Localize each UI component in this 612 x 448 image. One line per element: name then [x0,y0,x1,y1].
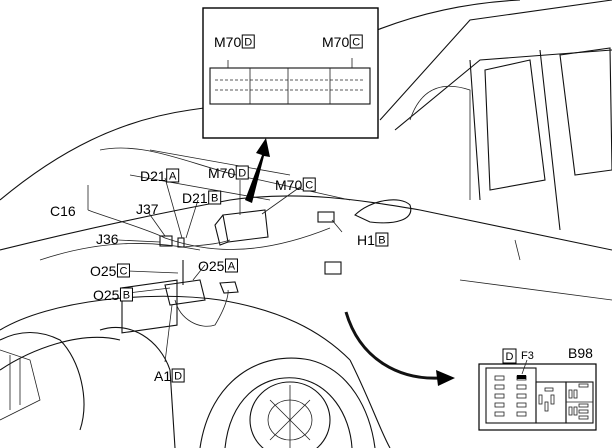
inset-label-m70c-pin-box [349,34,363,49]
callout-m70c-code: M70 [275,177,302,193]
fuse-box-b98-title: B98 [568,345,593,361]
relay-slot [544,387,554,392]
relay-slot [550,394,555,405]
fuse-slot [516,384,527,390]
fuse-slot [494,393,505,399]
inset-label-m70d-pin: D [244,37,252,49]
relay-slot [578,383,589,388]
fuse-slot [516,411,527,417]
relay-slot [573,389,578,399]
fuse-box-b98 [164,279,206,306]
callout-c16: C16 [50,203,76,219]
callout-a1d-code: A1 [154,368,171,384]
arrow-to-top-inset [245,138,270,203]
callout-o25c-pin: C [119,266,127,278]
fuse-box-inset [478,359,597,431]
fuse-f3-highlight [517,375,526,379]
components [87,185,342,334]
callout-h1b-pin: B [378,235,385,247]
fuse-slot [494,384,505,390]
connector-h1 [317,211,335,223]
callout-d21b-code: D21 [182,190,208,206]
relay-slot [544,401,549,412]
callout-o25a-code: O25 [198,258,225,274]
fuse-slot [494,411,505,417]
relay-slot [578,409,589,414]
arrow-to-fuse-inset [344,311,441,380]
callout-m70c-pin-box [302,177,316,192]
inset-label-m70d-pin-box [241,34,255,49]
callout-o25c-pin-box [116,263,130,278]
callout-m70d-code: M70 [208,165,235,181]
callout-o25b-pin-box [119,287,133,302]
callout-c16-code: C16 [50,203,76,219]
relay-slot [568,389,573,399]
callout-o25a-pin-box [224,258,238,273]
inset-label-m70d-code: M70 [214,34,241,50]
fuse-slot [516,402,527,408]
callout-h1b-code: H1 [357,232,375,248]
callout-o25b-code: O25 [93,287,120,303]
inset-label-m70c-pin: C [352,37,360,49]
callout-j36-code: J36 [96,231,119,247]
fuse-inset-labels: D F3 B98 [502,345,593,364]
relay-slot [578,415,589,420]
inset-label-m70c-code: M70 [322,34,349,50]
callout-o25c-code: O25 [90,263,117,279]
callout-m70d-pin-box [235,165,249,180]
relay-housing [324,261,342,275]
fuse-inset-pin: D [506,351,514,363]
callout-d21b-pin: B [211,193,218,205]
callout-d21a-pin: A [169,171,177,183]
relay-slot [538,394,543,405]
relay-slot [573,406,578,416]
callout-d21a-pin-box [166,168,180,183]
relay-slot [568,406,573,416]
callout-o25a-pin: A [228,261,236,273]
fuse-slot [494,375,505,381]
callout-j37-code: J37 [136,201,159,217]
callout-o25b-pin: B [123,290,130,302]
callout-a1d-pin-box [171,368,185,383]
connector-j36 [159,235,173,247]
callout-h1b-pin-box [375,232,389,247]
battery [121,279,178,334]
callout-d21b-pin-box [208,190,222,205]
fuse-slot [494,402,505,408]
connector-o25a [219,281,239,294]
relay-slot [578,403,589,408]
callout-j37: J37 [136,201,159,217]
fuse-f3-label: F3 [521,350,534,362]
callout-a1d-pin: D [174,371,182,383]
connector-j37 [177,237,185,248]
callout-j36: J36 [96,231,119,247]
connector-inset-top [202,7,379,139]
callout-d21a-code: D21 [140,168,166,184]
callout-m70d-pin: D [238,168,246,180]
leader-lines [117,177,343,363]
callout-m70c-pin: C [305,180,313,192]
fuse-slot [516,393,527,399]
ecu-m70 [222,209,269,243]
fuse-inset-pin-box [502,348,517,364]
